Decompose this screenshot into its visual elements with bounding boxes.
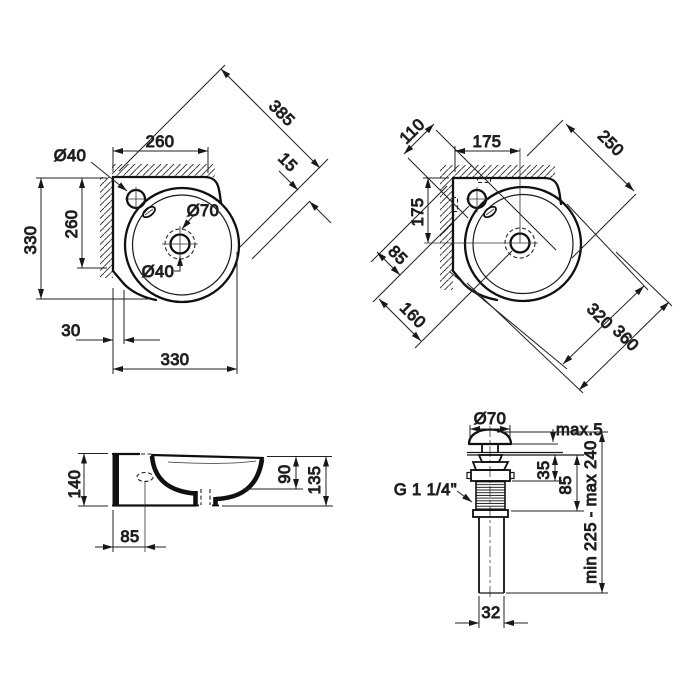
dim-pipe-dia: 32 (455, 596, 528, 628)
dim-drain-offset-x: 175 (454, 133, 520, 172)
bowl-outer-rim-2 (463, 185, 583, 303)
dim-inner-depth-label: 260 (63, 210, 81, 239)
overflow-slot-hatch-2 (485, 208, 495, 216)
dim-diagonal-width: 385 (118, 64, 329, 248)
faucet-hole-crosshair (125, 187, 147, 211)
dim-overall-height: min 225 - max 240 (497, 431, 608, 594)
view-corner-mounting: 110 175 175 250 85 160 (370, 115, 673, 394)
dim-diagonal-right-label: 250 (594, 127, 627, 160)
view-waste-assembly: Ø70 max.5 35 85 min 225 - max 240 32 (393, 410, 608, 628)
leader-drain-recess-label: Ø70 (187, 202, 219, 220)
overflow-slot-hatch (144, 208, 154, 216)
rim-top-line (150, 453, 265, 460)
back-wall-section (112, 453, 119, 506)
dim-bottom-width-label: 330 (161, 351, 190, 369)
overflow-slot (142, 205, 156, 219)
dim-bottom-offset: 30 (61, 288, 160, 374)
drain-stub-walls (193, 491, 218, 505)
dim-inner-depth: 260 (63, 178, 107, 269)
sink-outline-top (111, 175, 223, 205)
view-plan: 260 385 15 330 260 30 (22, 64, 332, 374)
waste-cap-stem (481, 444, 499, 452)
dim-bottom-width: 330 (113, 252, 238, 374)
dim-body-height-label: 85 (557, 475, 575, 494)
wall-hatch-left (100, 177, 113, 278)
dim-top-width-label: 260 (146, 133, 175, 151)
waste-locknut-tab-right (509, 471, 515, 480)
waste-thread-section (475, 480, 506, 511)
leader-drain-dia-label: Ø40 (142, 263, 174, 281)
fixing-hole-left (451, 196, 459, 213)
waste-locknut (470, 469, 511, 482)
bowl-inner-rim (131, 194, 233, 296)
dim-bowl-depth-label: 90 (276, 464, 294, 483)
leader-faucet-dia-label: Ø40 (54, 147, 86, 165)
dim-cap-dia-label: Ø70 (474, 410, 506, 428)
dim-top-width: 260 (112, 133, 209, 173)
drain-stub-bore-dash (200, 489, 211, 505)
bowl-wall-left (149, 455, 196, 496)
sink-outline-top-2 (451, 176, 563, 206)
dim-bowl-depth: 90 (243, 456, 332, 490)
dim-drain-offset-x-label: 175 (473, 133, 502, 151)
dim-upper-body-height-label: 35 (535, 460, 553, 479)
wall-hatch-top-2 (440, 165, 555, 178)
overflow-slot-2 (483, 205, 497, 219)
sink-outline-left (111, 175, 158, 302)
dim-back-height-label: 140 (66, 470, 84, 499)
bowl-wall-right (215, 458, 265, 502)
dim-front-height-label: 135 (306, 466, 324, 495)
dim-bottom-offset-label: 30 (61, 322, 80, 340)
drain-centerlines-2 (424, 148, 538, 244)
dim-faucet-offset-side-label: 85 (120, 528, 139, 546)
fixing-hole-top (476, 176, 492, 184)
waste-tailpipe (478, 517, 505, 593)
dim-pipe-dia-label: 32 (481, 604, 500, 622)
bowl-inner-rim-2 (472, 193, 574, 295)
leader-faucet-dia: Ø40 (53, 147, 128, 192)
dim-drain-offset-y-label: 175 (409, 198, 427, 227)
dim-edge-offset: 15 (251, 149, 332, 260)
leader-drain-dia: Ø40 (141, 256, 183, 282)
dim-edge-offset-label: 15 (274, 149, 300, 175)
leader-thread-spec-label: G 1 1/4" (394, 481, 457, 499)
dim-overall-depth-label: 330 (22, 226, 40, 255)
rim-inner-line (167, 460, 257, 464)
dim-face-width-label: 320 (583, 300, 616, 333)
dim-drain-diagonal-label: 160 (396, 299, 429, 332)
dim-cap-clearance: max.5 (511, 421, 603, 445)
dim-overall-width: 360 (466, 251, 673, 394)
dim-overall-width-label: 360 (609, 322, 642, 355)
bowl-outer-rim (123, 186, 241, 304)
waste-upper-flange (477, 454, 504, 463)
faucet-hole-crosshair-2 (466, 187, 488, 212)
dim-diagonal-width-label: 385 (265, 97, 298, 130)
leader-drain-recess-dia: Ø70 (181, 202, 219, 230)
waste-locknut-tab-left (466, 471, 472, 480)
dim-upper-body-height: 35 (512, 455, 562, 482)
tap-hole-hidden (136, 471, 154, 483)
view-side-section: 140 90 135 85 (66, 452, 333, 552)
dim-overall-depth: 330 (22, 177, 150, 300)
waste-collar (472, 509, 509, 518)
dim-back-height: 140 (66, 453, 108, 507)
dim-overall-height-label: min 225 - max 240 (582, 440, 600, 583)
dim-cap-clearance-label: max.5 (556, 421, 603, 439)
dim-faucet-diagonal-label: 85 (384, 242, 410, 268)
wall-hatch-left-2 (440, 178, 453, 290)
dim-fixing-spacing-label: 110 (396, 115, 428, 147)
dim-faucet-offset-side: 85 (95, 510, 166, 552)
wall-hatch-top (112, 164, 215, 177)
dim-body-height: 85 (511, 455, 584, 512)
dim-front-height: 135 (222, 456, 333, 507)
leader-thread-spec: G 1 1/4" (393, 481, 473, 503)
waste-lower-flange (471, 461, 510, 471)
